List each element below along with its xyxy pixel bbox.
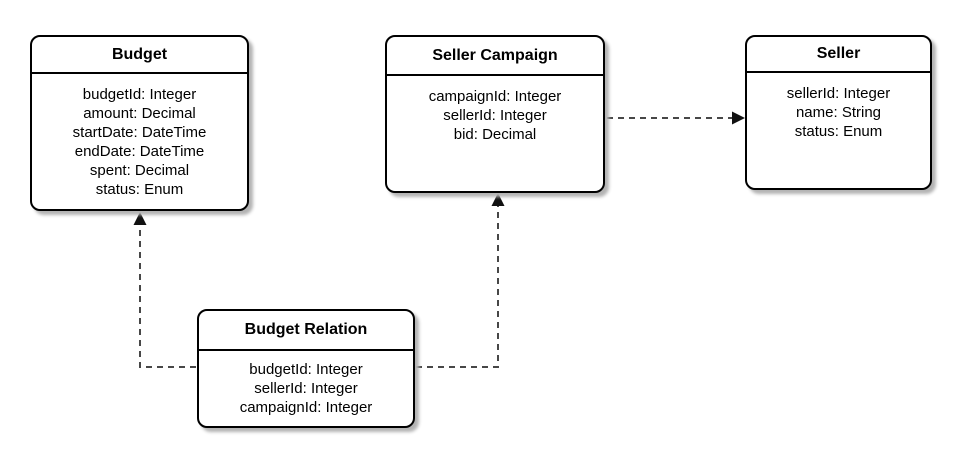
field-status: status: Enum bbox=[95, 181, 184, 198]
field-name: name: String bbox=[795, 104, 882, 121]
field-sellerId: sellerId: Integer bbox=[443, 107, 547, 124]
entity-budget-relation-title: Budget Relation bbox=[244, 321, 368, 338]
entity-budget-header: Budget bbox=[32, 37, 247, 74]
entity-budget-relation[interactable]: Budget Relation budgetId: Integer seller… bbox=[197, 309, 415, 428]
field-campaignId: campaignId: Integer bbox=[239, 399, 373, 416]
arrow-right-icon bbox=[732, 111, 745, 125]
entity-seller-header: Seller bbox=[747, 37, 930, 73]
entity-seller-campaign-header: Seller Campaign bbox=[387, 37, 603, 76]
field-status: status: Enum bbox=[794, 123, 883, 140]
field-budgetId: budgetId: Integer bbox=[82, 86, 197, 103]
field-sellerId: sellerId: Integer bbox=[786, 85, 891, 102]
field-budgetId: budgetId: Integer bbox=[249, 361, 363, 378]
entity-seller[interactable]: Seller sellerId: Integer name: String st… bbox=[745, 35, 932, 190]
entity-seller-campaign-title: Seller Campaign bbox=[432, 46, 558, 64]
relation-seller-campaign-to-seller bbox=[607, 111, 745, 125]
arrow-up-icon bbox=[133, 212, 147, 225]
field-spent: spent: Decimal bbox=[89, 162, 190, 179]
entity-budget-relation-header: Budget Relation bbox=[199, 311, 413, 351]
field-sellerId: sellerId: Integer bbox=[254, 380, 358, 397]
relation-budget-relation-to-budget bbox=[133, 212, 196, 368]
entity-seller-campaign[interactable]: Seller Campaign campaignId: Integer sell… bbox=[385, 35, 605, 193]
entity-budget-title: Budget bbox=[111, 45, 168, 63]
field-amount: amount: Decimal bbox=[83, 105, 196, 122]
field-startDate: startDate: DateTime bbox=[72, 124, 207, 141]
entity-seller-fields: sellerId: Integer name: String status: E… bbox=[747, 73, 930, 141]
entity-budget-fields: budgetId: Integer amount: Decimal startD… bbox=[32, 74, 247, 199]
field-endDate: endDate: DateTime bbox=[74, 143, 205, 160]
entity-seller-campaign-fields: campaignId: Integer sellerId: Integer bi… bbox=[387, 76, 603, 144]
entity-seller-title: Seller bbox=[816, 45, 861, 62]
entity-budget-relation-fields: budgetId: Integer sellerId: Integer camp… bbox=[199, 351, 413, 417]
arrow-up-icon bbox=[491, 193, 505, 206]
relation-budget-relation-to-seller-campaign bbox=[416, 193, 505, 368]
entity-budget[interactable]: Budget budgetId: Integer amount: Decimal… bbox=[30, 35, 249, 211]
field-bid: bid: Decimal bbox=[453, 126, 537, 143]
field-campaignId: campaignId: Integer bbox=[428, 88, 562, 105]
